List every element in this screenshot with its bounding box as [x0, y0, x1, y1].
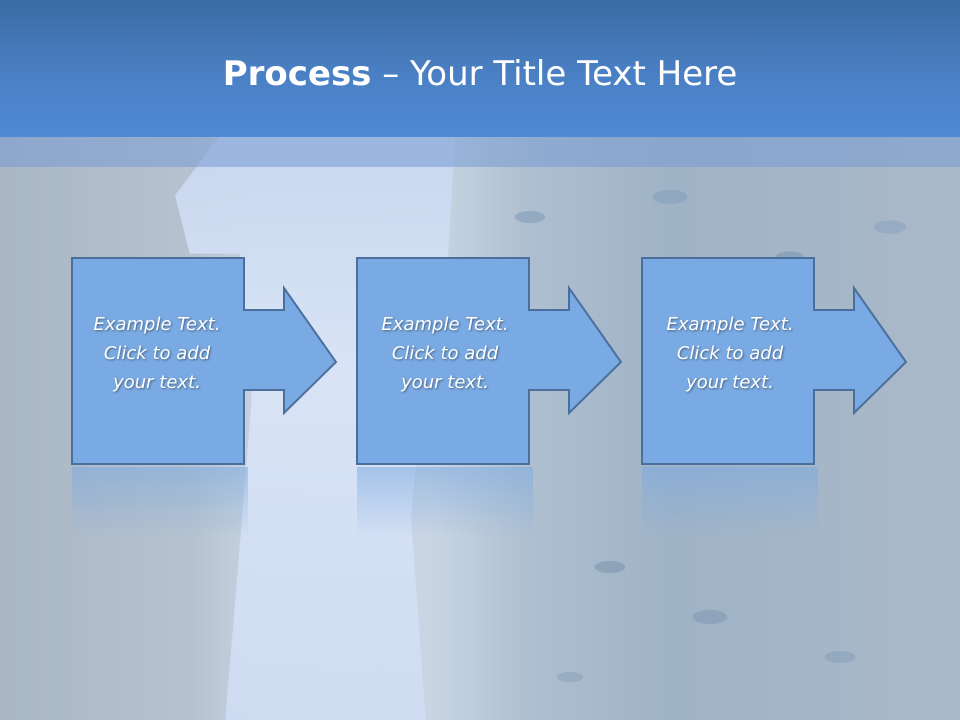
title-bold: Process [222, 54, 372, 94]
slide-title[interactable]: Process – Your Title Text Here [0, 52, 960, 96]
process-step-1[interactable]: Example Text. Click to add your text. [71, 257, 432, 538]
title-band [0, 0, 960, 137]
step-reflection-1 [72, 467, 248, 537]
step-reflection-3 [642, 467, 818, 537]
title-strip [0, 137, 960, 167]
process-step-3[interactable]: Example Text. Click to add your text. [641, 257, 960, 538]
step-text-1[interactable]: Example Text. Click to add your text. [93, 314, 221, 393]
arrow-box-shape [71, 257, 338, 465]
step-text-3[interactable]: Example Text. Click to add your text. [666, 314, 794, 393]
title-rest: – Your Title Text Here [371, 54, 738, 94]
arrow-box-shape [641, 257, 908, 465]
step-text-2[interactable]: Example Text. Click to add your text. [381, 314, 509, 393]
process-step-2[interactable]: Example Text. Click to add your text. [356, 257, 717, 538]
step-reflection-2 [357, 467, 533, 537]
arrow-box-shape [356, 257, 623, 465]
